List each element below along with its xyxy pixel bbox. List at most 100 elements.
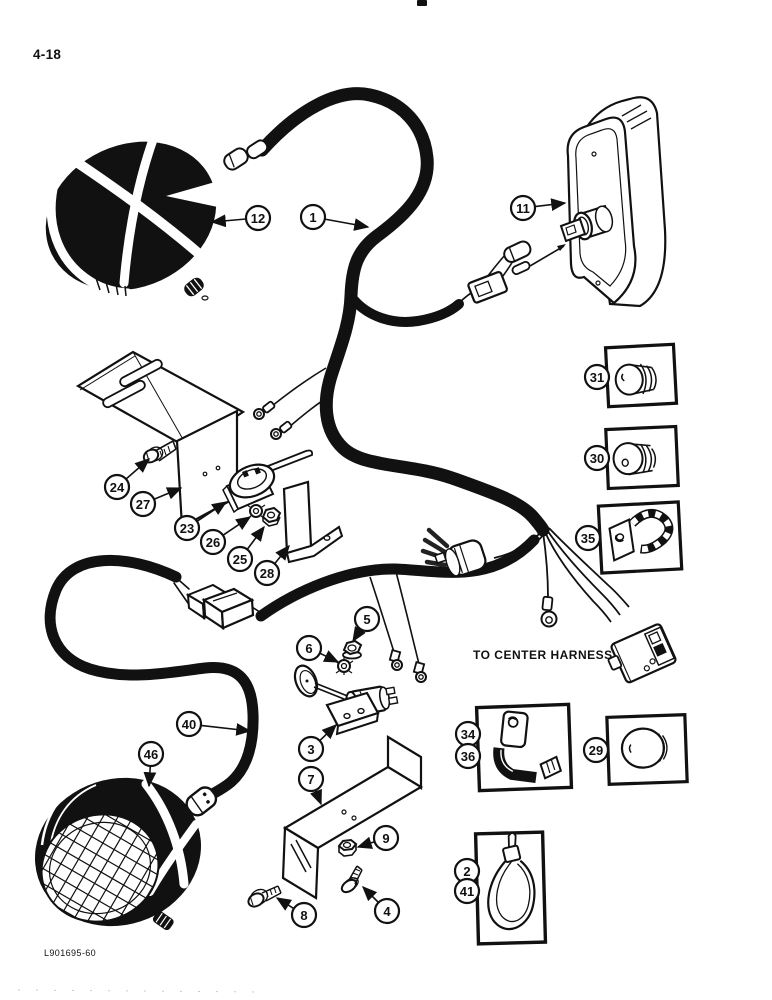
callout-25-number: 25 [233,552,247,567]
lamp-11-illustration [458,96,667,308]
callout-35-number: 35 [581,531,595,546]
callout-8: 8 [275,897,318,929]
callout-1-balloon [299,203,327,231]
callout-11-balloon [509,194,537,222]
part-box-35 [596,500,684,575]
callout-25: 25 [226,525,265,573]
callout-28-arrow [273,544,290,565]
callout-6-arrow [319,650,340,663]
part-box-31 [603,342,679,409]
callout-23-number: 23 [180,521,194,536]
callout-23-balloon [173,514,201,542]
callout-1: 1 [299,203,370,231]
harness-note-label: TO CENTER HARNESS [473,648,613,662]
callout-25-balloon [226,545,254,573]
callout-46-balloon [137,740,165,768]
callout-30-balloon [583,444,611,472]
harness-40-cable [44,554,264,802]
callout-24: 24 [103,458,151,501]
callout-3-number: 3 [307,742,314,757]
callout-36: 36 [454,742,482,770]
callout-26-number: 26 [206,535,220,550]
pin-terminal [511,260,531,276]
switch-23-illustration [222,449,314,514]
callout-46: 46 [137,740,165,788]
lamp-12-mounting-stud [184,277,204,297]
washer-26-illustration [246,504,266,519]
callout-23: 23 [173,501,228,542]
callout-40: 40 [175,710,252,738]
callout-31-balloon [583,363,611,391]
callout-34-number: 34 [461,727,476,742]
harness-branch-to-connector-40 [255,534,540,622]
callout-41-balloon [453,877,481,905]
page-number: 4-18 [33,47,61,62]
callout-29-balloon [582,736,610,764]
callout-4: 4 [361,885,401,925]
callout-4-balloon [373,897,401,925]
callout-36-number: 36 [461,749,475,764]
callout-9: 9 [356,824,400,852]
bracket-7-illustration [281,735,424,900]
callout-6-number: 6 [305,641,312,656]
nut-25-illustration [261,506,282,527]
callout-5-balloon [353,605,381,633]
part-box-29 [605,713,689,786]
callout-28: 28 [253,544,290,587]
callout-26: 26 [199,516,252,556]
lamp-46-illustration [27,774,234,937]
headlamp-12-illustration [45,129,269,301]
part-box-34-36 [474,702,574,793]
callout-28-number: 28 [260,566,274,581]
screw-4-illustration [340,865,363,894]
bolt-8-illustration [247,885,282,908]
callout-4-arrow [361,885,380,904]
callout-24-arrow [125,458,151,480]
callout-46-arrow [143,765,157,788]
callout-36-balloon [454,742,482,770]
callout-11-number: 11 [516,201,530,216]
lamp-46-mounting-stud [152,911,174,931]
callout-40-arrow [200,723,252,736]
harness-pigtail-wires [253,367,334,440]
callout-9-number: 9 [382,831,389,846]
nut-5-illustration [342,639,363,660]
callout-5-arrow [352,625,366,643]
callout-30-number: 30 [590,451,604,466]
washer-6-illustration [334,657,354,675]
callout-9-arrow [356,836,375,849]
callout-34: 34 [454,720,482,748]
callout-2-number: 2 [463,864,470,879]
callout-6: 6 [295,634,340,663]
callout-41: 41 [453,877,481,905]
callout-8-arrow [275,897,295,911]
callout-9-balloon [372,824,400,852]
plate-code: L901695-60 [44,948,96,958]
callout-35-balloon [574,524,602,552]
switch-3-illustration [293,664,399,736]
callout-31-number: 31 [590,370,604,385]
callout-7-number: 7 [307,772,314,787]
callout-7-arrow [309,788,322,806]
switch-23-lever [261,449,314,474]
callout-3: 3 [297,724,338,763]
callout-3-balloon [297,735,325,763]
callout-5-number: 5 [363,612,370,627]
callout-11-arrow [534,198,567,211]
callout-29: 29 [582,736,610,764]
switch-3-wires [369,571,427,683]
part-box-2-41 [473,830,548,946]
connector-3pin-illustration [420,527,487,577]
callout-23-arrow [196,501,228,522]
callout-24-balloon [103,473,131,501]
callout-12-arrow [210,214,247,228]
callout-30: 30 [583,444,611,472]
callout-24-number: 24 [110,480,125,495]
callout-8-number: 8 [300,908,307,923]
nut-9-illustration [337,838,358,857]
callout-27-balloon [129,490,157,518]
callout-12-number: 12 [251,211,265,226]
callout-29-number: 29 [589,743,603,758]
